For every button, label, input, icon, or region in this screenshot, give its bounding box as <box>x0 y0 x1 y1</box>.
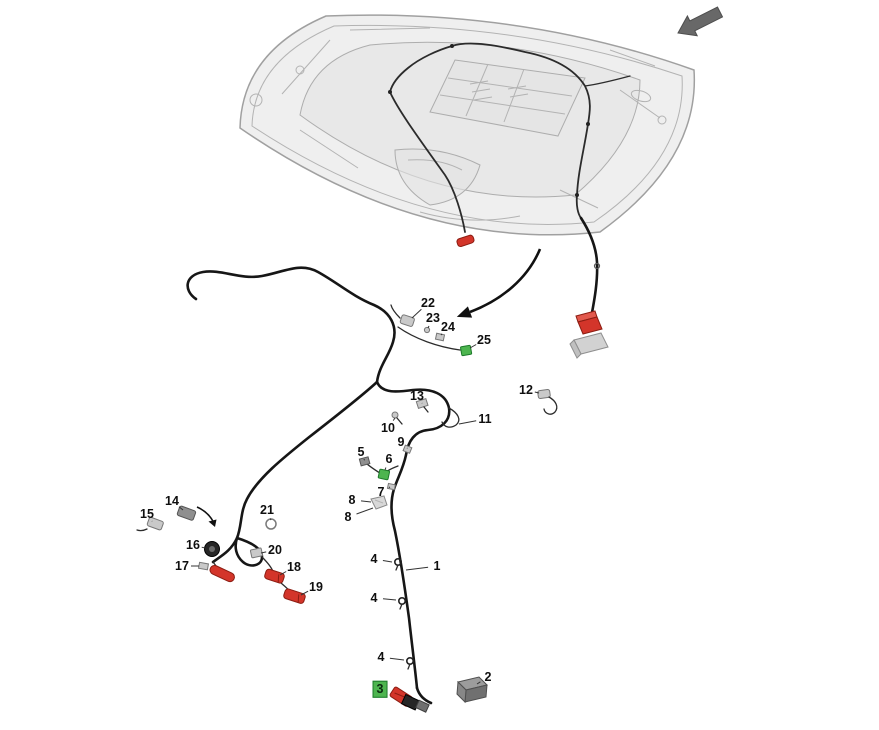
red-connector-left <box>209 564 235 583</box>
leader-lines <box>151 308 540 685</box>
part-21-ring <box>265 518 277 530</box>
part-18-red-connector <box>264 568 285 584</box>
part-9-clip <box>402 444 413 454</box>
part-8-bracket <box>370 495 388 510</box>
part-16-grommet <box>204 541 220 557</box>
direction-arrow-icon <box>677 6 724 37</box>
right-red-connector <box>575 310 603 335</box>
roof-panel <box>239 14 696 247</box>
main-harness <box>186 266 461 705</box>
part-19-red-connector <box>283 588 306 604</box>
part-24-clip <box>434 332 446 342</box>
harness-drop-right <box>569 216 609 359</box>
part-17-clip <box>197 561 210 571</box>
part-20-clip <box>249 547 264 559</box>
part-15-connector <box>136 516 164 532</box>
part-6-green-connector <box>377 468 391 481</box>
part-12-connector <box>537 388 558 415</box>
part-23-grommet <box>423 326 431 334</box>
pointer-arrow <box>456 248 542 318</box>
roof-harness-wiring <box>388 42 631 233</box>
small-arrow <box>196 506 217 527</box>
part-7-clip <box>386 482 396 491</box>
part-25-green-connector <box>460 344 473 357</box>
bottom-black-connector <box>400 693 430 713</box>
part-5-clip <box>358 456 371 467</box>
part-13-clip <box>415 397 429 413</box>
part-10-screw <box>391 411 403 425</box>
roof-red-connector <box>456 234 475 247</box>
part-2-module <box>456 676 488 704</box>
clip-4b <box>397 596 406 610</box>
clip-4a <box>393 557 402 571</box>
clip-4c <box>405 656 414 670</box>
part-22-connector <box>399 314 415 327</box>
